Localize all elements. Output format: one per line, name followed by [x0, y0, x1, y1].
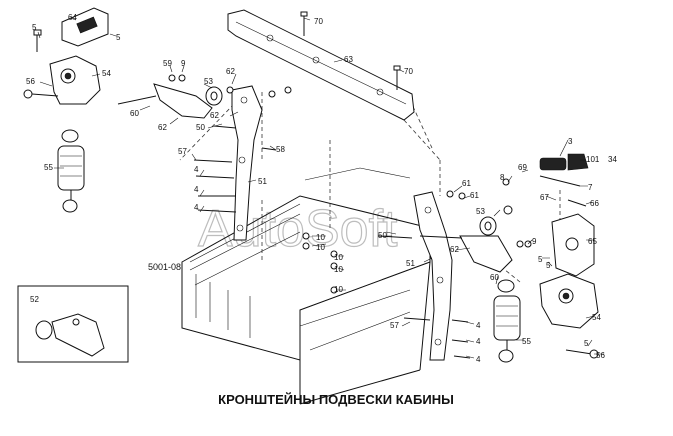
callout-label: 5: [538, 255, 543, 264]
bolts-left-bracket: [193, 125, 338, 294]
callout-label: 8: [500, 173, 505, 182]
callout-label: 69: [518, 163, 527, 172]
callout-label: 51: [406, 259, 415, 268]
callout-label: 54: [592, 313, 601, 322]
callout-label: 54: [102, 69, 111, 78]
callout-label: 5: [546, 261, 551, 270]
bolt-56-left: [23, 89, 59, 99]
callout-label: 4: [194, 203, 199, 212]
callout-label: 10: [334, 265, 343, 274]
rubber-mount-53-top: [205, 86, 223, 106]
callout-label: 5: [32, 23, 37, 32]
bracket-54-left: [49, 55, 101, 105]
callout-label: 60: [490, 273, 499, 282]
callout-label: 63: [344, 55, 353, 64]
bolt-70-right: [393, 65, 401, 90]
callout-label: 56: [596, 351, 605, 360]
callout-label: 4: [476, 321, 481, 330]
callout-label: 62: [158, 123, 167, 132]
callout-label: 61: [470, 191, 479, 200]
shock-absorber-55-right: [493, 279, 521, 363]
bracket-54-right: [539, 273, 599, 329]
arm-60-right: [419, 235, 513, 273]
bolt-70-top: [300, 11, 308, 36]
spring-assembly-101: [539, 153, 589, 187]
callout-label: 61: [462, 179, 471, 188]
callout-label: 53: [204, 77, 213, 86]
callout-label: 34: [608, 155, 617, 164]
callout-label: 4: [194, 185, 199, 194]
callout-label: 64: [68, 13, 77, 22]
callout-label: 9: [181, 59, 186, 68]
reference-code: 5001-08: [148, 262, 181, 272]
callout-label: 70: [314, 17, 323, 26]
rubber-mount-53-right: [479, 216, 497, 236]
callout-label: 10: [334, 285, 343, 294]
bracket-65: [551, 213, 595, 277]
callout-label: 67: [540, 193, 549, 202]
bolt-56-right: [565, 349, 599, 359]
arm-60-top: [117, 83, 213, 119]
shock-absorber-55-left: [57, 129, 85, 213]
bolts-right-bracket: [377, 199, 587, 359]
callout-label: 57: [178, 147, 187, 156]
diagram-title: КРОНШТЕЙНЫ ПОДВЕСКИ КАБИНЫ: [218, 392, 454, 407]
crossbeam-63: [227, 9, 415, 121]
leader-lines: [37, 17, 604, 359]
callout-label: 3: [568, 137, 573, 146]
callout-label: 58: [276, 145, 285, 154]
callout-label: 10: [316, 243, 325, 252]
callout-label: 9: [532, 237, 537, 246]
callout-label: 55: [522, 337, 531, 346]
callout-label: 50: [378, 231, 387, 240]
watermark-text: AutoSoft: [198, 200, 398, 258]
inset-label: 52: [30, 295, 39, 304]
callout-label: 56: [26, 77, 35, 86]
callout-label: 7: [588, 183, 593, 192]
callout-label: 62: [210, 111, 219, 120]
callout-label: 4: [476, 355, 481, 364]
bolt-5-top-left: [33, 29, 42, 52]
callout-label: 70: [404, 67, 413, 76]
bracket-51-left: [231, 85, 263, 241]
frame-rail: [181, 167, 431, 405]
callout-label: 57: [390, 321, 399, 330]
washer-group: [168, 74, 532, 248]
callout-label: 10: [316, 233, 325, 242]
callout-label: 4: [194, 165, 199, 174]
callout-labels: 64 5 5 56 54 55 59 9 53 62 60 62 50 62 5…: [26, 13, 617, 364]
callout-label: 5: [584, 339, 589, 348]
callout-label: 4: [476, 337, 481, 346]
callout-label: 55: [44, 163, 53, 172]
callout-label: 62: [226, 67, 235, 76]
bracket-51-right: [413, 191, 453, 361]
callout-label: 66: [590, 199, 599, 208]
callout-label: 51: [258, 177, 267, 186]
callout-label: 53: [476, 207, 485, 216]
callout-label: 65: [588, 237, 597, 246]
callout-label: 50: [196, 123, 205, 132]
inset-box-52: [17, 285, 129, 363]
callout-label: 60: [130, 109, 139, 118]
callout-label: 5: [116, 33, 121, 42]
callout-label: 10: [334, 253, 343, 262]
callout-label: 59: [163, 59, 172, 68]
callout-label: 101: [586, 155, 600, 164]
bracket-64: [61, 7, 109, 47]
callout-label: 62: [450, 245, 459, 254]
